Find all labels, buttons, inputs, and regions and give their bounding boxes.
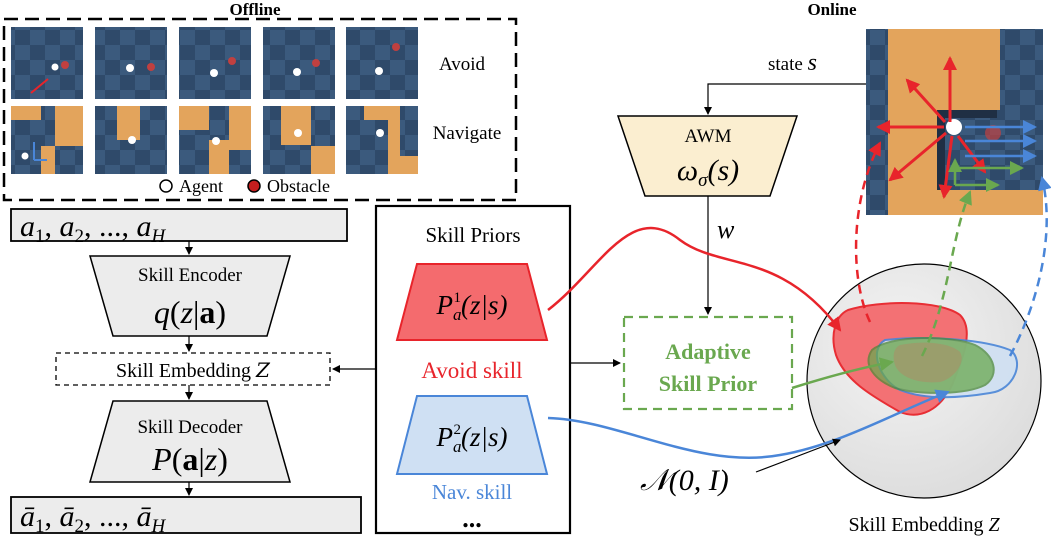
nav-dashed-link [1008,176,1051,357]
adaptive-line2: Skill Prior [659,371,758,396]
agent-dot [946,119,962,135]
skill-encoder: Skill Encoder q(z|a) [89,255,291,337]
skill-embedding-box: Skill Embedding Z [55,352,331,386]
state-label: state s [768,50,817,76]
arrow-state-to-awm [704,83,866,115]
online-title: Online [807,0,857,19]
adaptive-direction-arrows [948,158,1024,192]
obstacle-dot [985,125,1001,141]
decoder-formula: P(a|z) [151,441,228,477]
agent-legend-icon [159,179,173,193]
avoid-dashed-link [854,141,882,323]
avoid-thumb-5 [346,27,418,99]
agent-dot [126,64,134,72]
arrow-normal-to-sphere [755,438,841,473]
obstacle-dot [61,61,69,69]
obstacle-dot [392,43,400,51]
avoid-prior-shape [395,263,549,341]
nav-thumb-1 [11,106,83,174]
weight-label: w [717,215,735,244]
nav-flow-curve [547,389,950,460]
nav-thumb-5 [346,106,418,174]
avoid-prior-formula: Pa1(z|s) [436,290,508,324]
nav-prior-shape [395,395,549,475]
encoder-formula: q(z|a) [154,294,226,330]
avoid-thumb-2 [95,27,167,99]
trajectory-line [30,78,49,94]
awm-formula: ωσ(s) [677,154,739,191]
agent-dot [376,129,384,137]
trajectory-line [33,142,47,161]
sphere-label: Skill Embedding Z [848,514,1000,536]
legend-obstacle-label: Obstacle [267,176,330,196]
decoder-title: Skill Decoder [137,417,243,438]
adaptive-line1: Adaptive [665,339,751,364]
offline-title: Offline [230,0,281,19]
adaptive-skill-prior: Adaptive Skill Prior [622,315,794,411]
normal-prior-label: 𝒩(0, I) [640,464,729,497]
nav-thumb-3 [179,106,251,174]
offline-dashed-box [2,17,518,202]
actions-bottom-box: ā1, ā2, ..., āH [10,496,362,537]
nav-thumb-2 [95,106,167,174]
offline-legend: Agent Obstacle [159,176,330,196]
obstacle-dot [147,63,155,71]
nav-prior-formula: Pa2(z|s) [436,422,508,456]
online-env-image [866,29,1043,215]
agent-dot [212,137,220,145]
agent-dot [210,69,218,77]
encoder-title: Skill Encoder [138,265,243,286]
skill-embedding-sphere: Skill Embedding Z [806,263,1042,536]
row-label-navigate: Navigate [433,123,502,144]
skill-decoder: Skill Decoder P(a|z) [89,400,291,483]
agent-dot [294,129,302,137]
awm-block: AWM ωσ(s) [616,115,799,197]
actions-top-box: a1, a2, ..., aH [10,208,348,247]
svg-text:ā1, ā2, ..., āH: ā1, ā2, ..., āH [20,500,167,537]
navigate-thumbnails [11,106,418,174]
skill-priors-box: Skill Priors Pa1(z|s) Avoid skill Pa2(z|… [374,204,572,535]
avoid-flow-curve [547,226,842,332]
priors-more: ... [462,504,482,533]
obstacle-dot [228,57,236,65]
avoid-thumbnails [11,27,418,99]
adaptive-dashed-link [920,190,972,357]
agent-dot [21,152,29,160]
adaptive-flow-curve [791,357,894,390]
legend-agent-label: Agent [179,176,223,196]
svg-text:Skill Embedding Z: Skill Embedding Z [116,358,271,382]
row-label-avoid: Avoid [439,54,486,75]
obstacle-dot [312,59,320,67]
avoid-skill-label: Avoid skill [421,358,522,383]
avoid-thumb-3 [179,27,251,99]
agent-dot [51,63,59,71]
avoid-thumb-4 [263,27,335,99]
avoid-direction-arrows [876,56,987,199]
avoid-thumb-1 [11,27,83,99]
nav-direction-arrows [965,120,1037,163]
overlap-region [893,342,962,383]
agent-dot [375,67,383,75]
agent-dot [293,68,301,76]
obstacle-legend-icon [247,179,261,193]
svg-text:a1, a2, ..., aH: a1, a2, ..., aH [20,210,167,247]
agent-dot [128,136,136,144]
priors-title: Skill Priors [425,223,520,247]
nav-skill-label: Nav. skill [432,480,512,504]
awm-title: AWM [684,126,731,147]
nav-thumb-4 [263,106,335,174]
